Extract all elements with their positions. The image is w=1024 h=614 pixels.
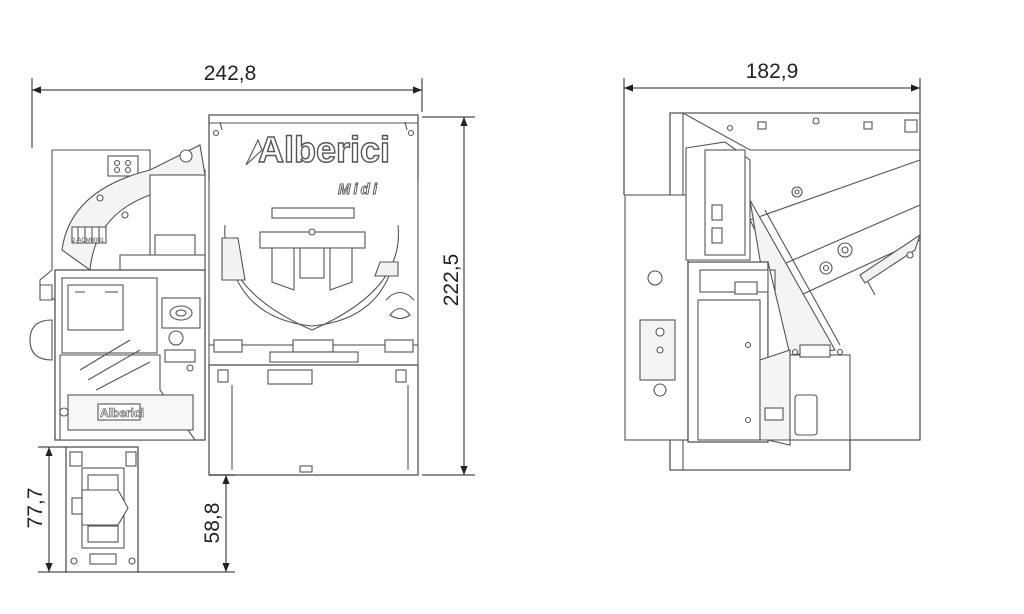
mounting-strip xyxy=(208,339,419,366)
hopper-body xyxy=(208,114,419,346)
side-view xyxy=(624,112,922,471)
connector-code: 2-ACM0001 xyxy=(72,238,105,244)
dimension-lines xyxy=(31,78,921,573)
dim-side-width: 182,9 xyxy=(746,60,799,83)
validator-unit: Alberici xyxy=(54,269,206,441)
front-view: 2-ACM0001 Alberici xyxy=(29,114,419,573)
lower-left-module xyxy=(65,446,139,573)
dim-front-height: 222,5 xyxy=(440,254,463,307)
dim-front-width: 242,8 xyxy=(204,62,257,85)
lower-drawer xyxy=(208,364,419,476)
side-upper-block xyxy=(685,141,841,356)
side-inner-block xyxy=(624,194,689,441)
side-validator xyxy=(687,261,791,446)
validator-brand: Alberici xyxy=(100,406,144,420)
side-lower-block xyxy=(789,344,851,441)
connector: 2-ACM0001 xyxy=(71,226,107,244)
dimension-labels: 242,8 222,5 77,7 58,8 182,9 xyxy=(24,60,798,543)
brand-label: Alberici xyxy=(258,129,390,170)
dim-lower-mid-height: 58,8 xyxy=(201,503,224,544)
side-hopper-tilt xyxy=(749,159,922,301)
dim-lower-left-height: 77,7 xyxy=(24,488,47,529)
model-label: Midi xyxy=(338,181,380,198)
